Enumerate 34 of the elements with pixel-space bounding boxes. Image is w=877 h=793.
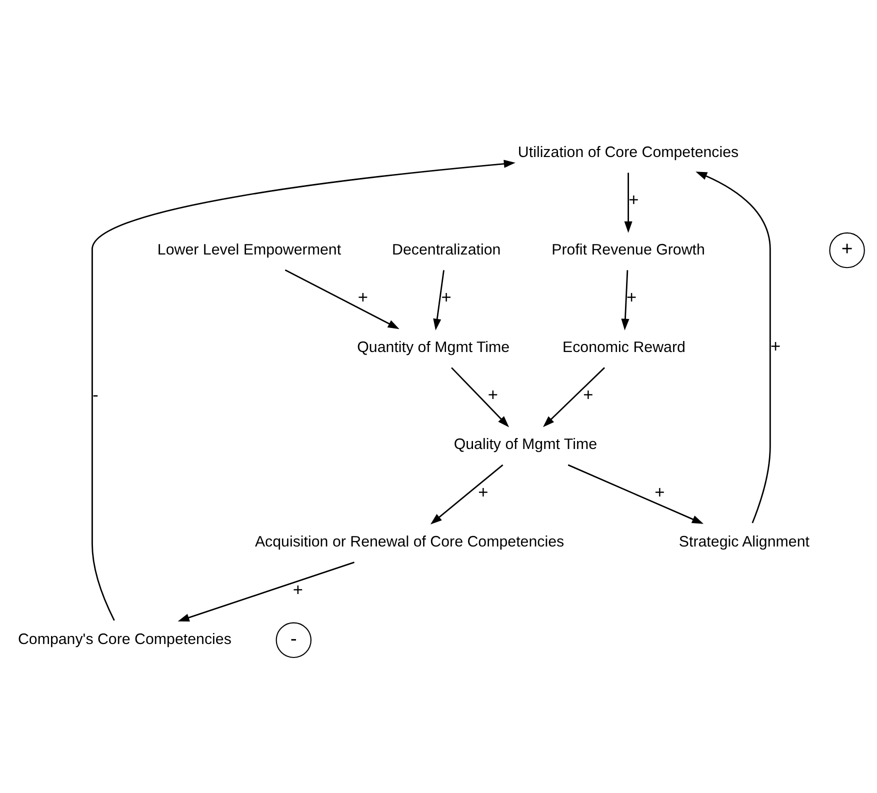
arrow — [542, 367, 605, 428]
edge-label: + — [770, 336, 781, 356]
edge-label: + — [292, 580, 304, 600]
arrow — [92, 160, 516, 621]
node-text: Company's Core Competencies — [18, 631, 232, 648]
node-text: Lower Level Empowerment — [157, 241, 342, 258]
edge-label: + — [583, 384, 594, 405]
arrow — [433, 270, 444, 330]
edge-label: - — [92, 384, 98, 405]
arrow — [624, 172, 632, 233]
edge-label: + — [488, 384, 498, 405]
edge-label: + — [626, 287, 637, 308]
arrow — [430, 464, 504, 524]
label: + — [841, 238, 853, 260]
arrow — [284, 269, 400, 330]
arrow — [178, 562, 354, 622]
arrow — [451, 367, 510, 428]
edge-label: + — [654, 482, 665, 502]
arrow — [696, 172, 771, 524]
node-text: Quantity of Mgmt Time — [357, 338, 510, 356]
edge-label: + — [478, 482, 488, 502]
node-text: Utilization of Core Competencies — [518, 144, 739, 161]
node-text: Profit Revenue Growth — [552, 241, 705, 258]
node-text: Acquisition or Renewal of Core Competencies — [254, 534, 564, 551]
node-text: Economic Reward — [562, 338, 686, 356]
arrow — [568, 464, 704, 524]
edge-label: + — [441, 287, 452, 308]
edge-label: + — [358, 287, 368, 308]
edge-label: + — [628, 190, 639, 210]
arrow — [621, 270, 630, 330]
node-text: Decentralization — [392, 241, 501, 258]
node-text: Strategic Alignment — [678, 534, 810, 551]
node-text: Quality of Mgmt Time — [454, 436, 598, 454]
label: - — [290, 628, 297, 650]
